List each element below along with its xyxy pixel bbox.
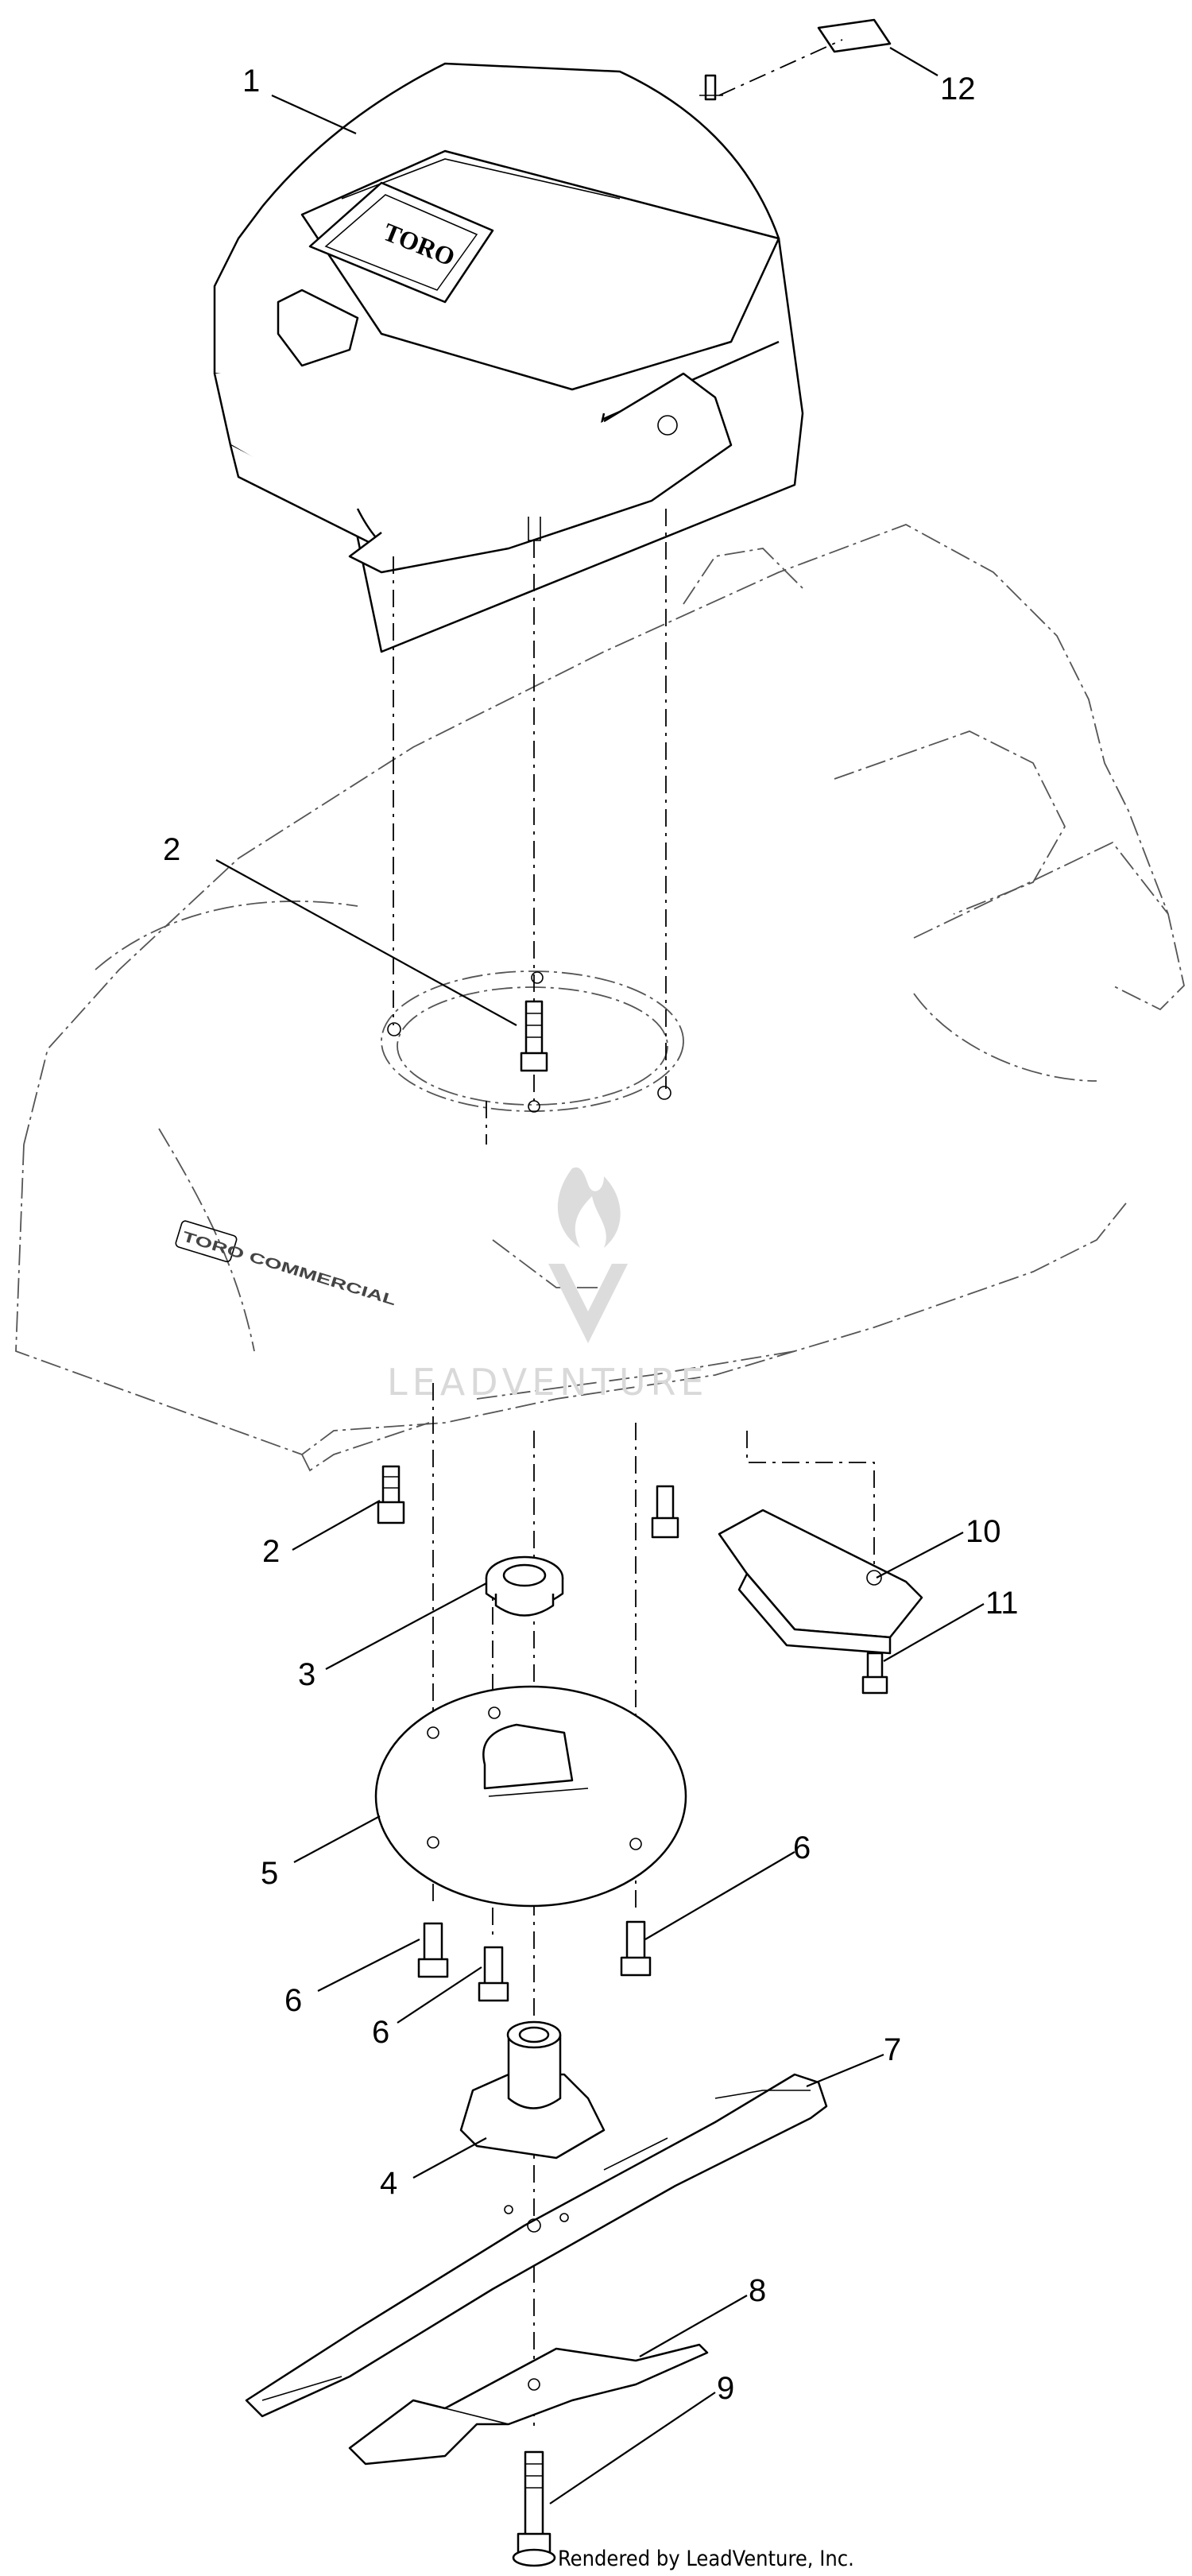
callout-4: 4 (380, 2166, 397, 2201)
leader-lines (215, 47, 985, 2504)
callout-8: 8 (749, 2273, 766, 2308)
watermark-text: LEADVENTURE (387, 1361, 709, 1404)
callout-6-right: 6 (793, 1830, 811, 1865)
mower-deck-outline (15, 524, 1185, 1472)
screw-item-6-center (478, 1946, 509, 2002)
screw-item-11 (861, 1652, 888, 1695)
blade-bolt (512, 2450, 556, 2567)
stud-upper (520, 1000, 548, 1072)
screw-item-6-left (417, 1922, 449, 1978)
bearing (485, 1555, 564, 1617)
callout-10: 10 (966, 1514, 1001, 1549)
baffle-plate (374, 1685, 687, 1908)
callout-9: 9 (717, 2371, 734, 2406)
deck-decal: TORO COMMERCIAL (175, 1220, 398, 1308)
decal-item-12 (817, 18, 892, 53)
callout-7: 7 (884, 2032, 901, 2067)
motor-cover: TORO (213, 62, 804, 653)
callout-5: 5 (261, 1856, 278, 1891)
mower-blade (245, 2073, 828, 2418)
callout-3: 3 (298, 1657, 315, 1692)
screw-right (651, 1485, 679, 1539)
screw-item-6-right (620, 1920, 652, 1977)
callout-6-left: 6 (284, 1983, 302, 2018)
screw-lower (377, 1465, 405, 1524)
callout-12: 12 (940, 72, 976, 107)
blade-adapter (459, 2020, 606, 2160)
render-credit: Rendered by LeadVenture, Inc. (558, 2547, 854, 2571)
blade-stiffener (348, 2343, 709, 2466)
leadventure-watermark: LEADVENTURE (387, 1167, 709, 1404)
callout-11: 11 (985, 1586, 1019, 1621)
deflector (718, 1509, 923, 1655)
callout-2-lower: 2 (262, 1534, 280, 1569)
callout-numbers: 1 2 2 3 4 5 6 6 6 7 8 9 10 11 12 (163, 64, 1019, 2406)
callout-6-center: 6 (372, 2015, 389, 2050)
callout-1: 1 (242, 64, 260, 99)
callout-2-upper: 2 (163, 832, 180, 867)
toro-logo-plate: TORO (308, 181, 494, 304)
deck-decal-text: TORO COMMERCIAL (180, 1228, 398, 1308)
